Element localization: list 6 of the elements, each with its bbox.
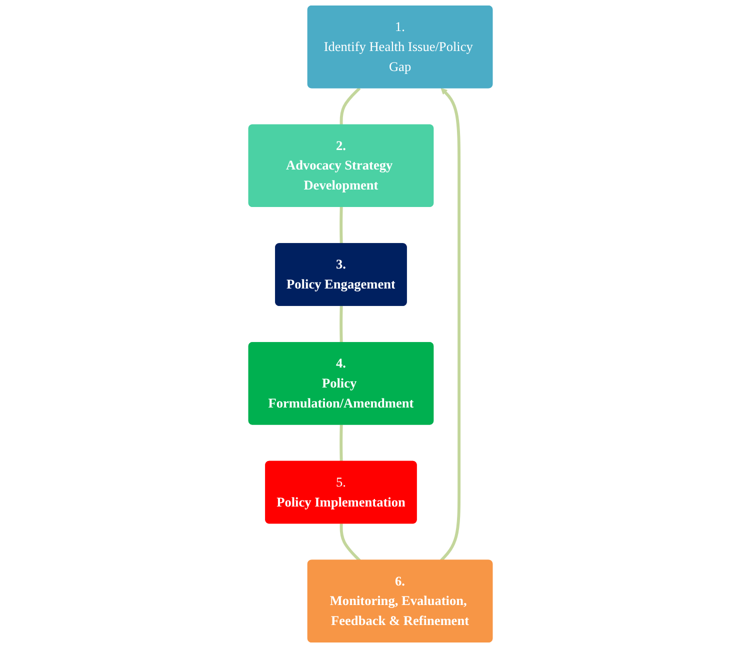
connector (340, 87, 361, 126)
connector (340, 424, 343, 462)
connector (340, 524, 361, 562)
connector (340, 207, 343, 244)
arrow (440, 88, 461, 562)
connector (340, 306, 343, 343)
